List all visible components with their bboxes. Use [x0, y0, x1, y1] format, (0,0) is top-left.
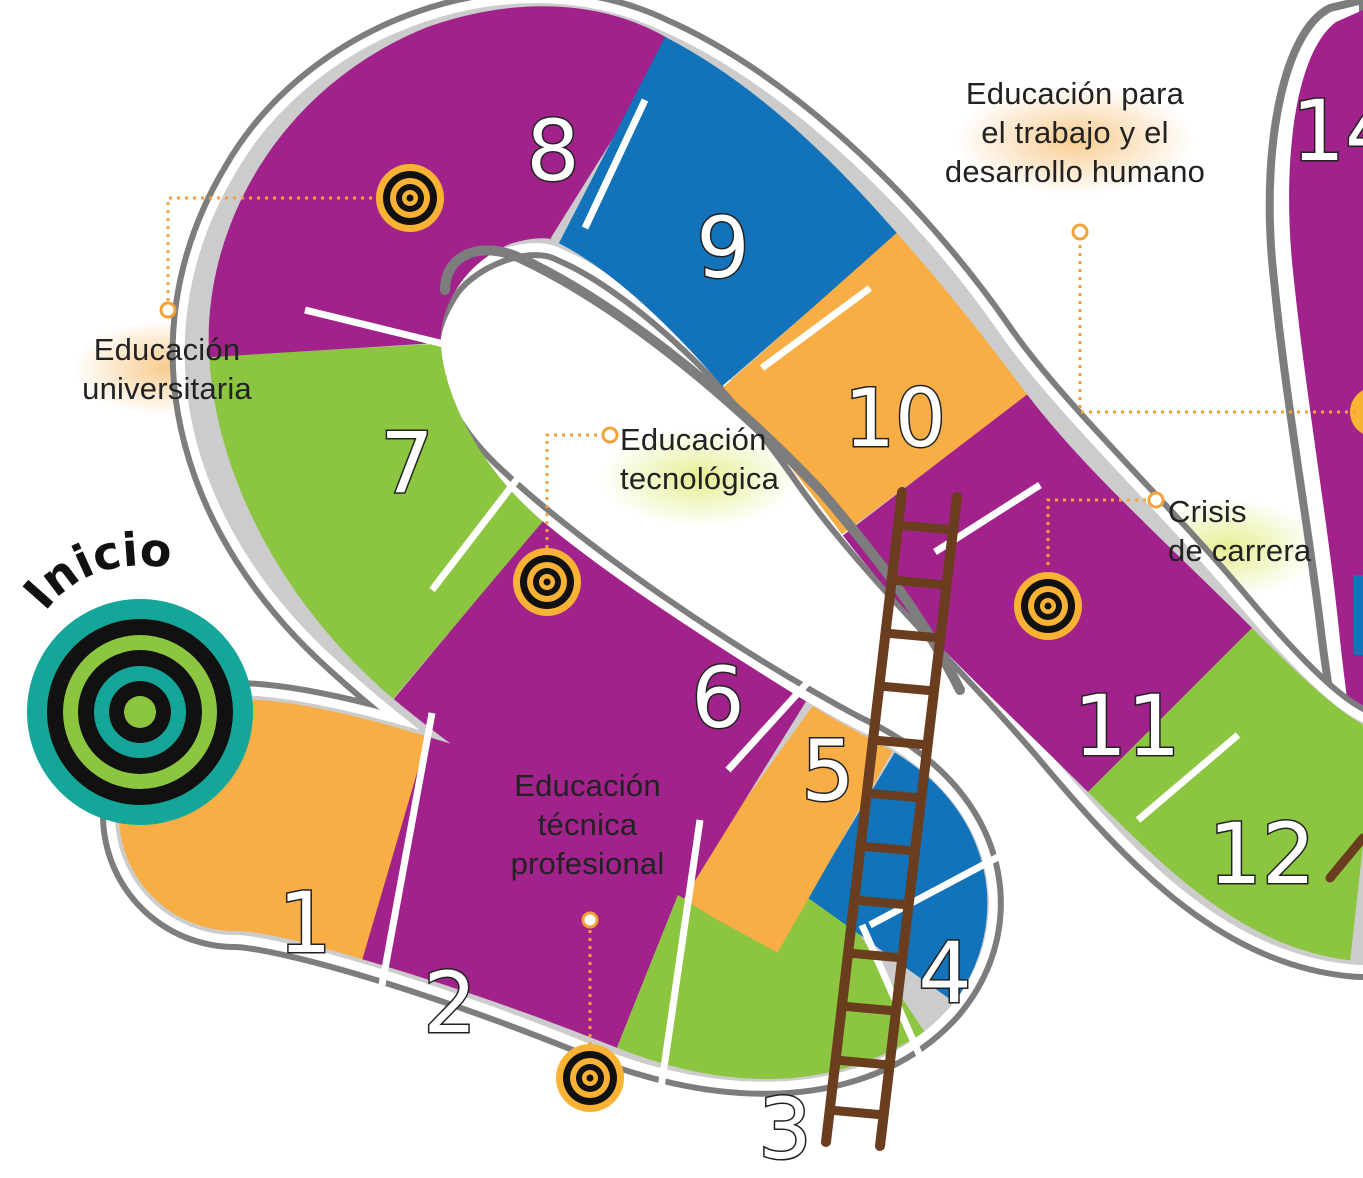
square-6: 6: [691, 649, 744, 747]
square-6-fill: [393, 520, 807, 899]
ladder-partial: [1325, 833, 1363, 883]
square-10-fill: [723, 232, 1028, 535]
label-educacion-tecnica-profesional: Educación técnica profesional: [510, 768, 665, 881]
square-8-fill: [208, 6, 674, 358]
target-icon: [556, 1044, 624, 1112]
square-5: 5: [801, 722, 854, 820]
square-3: 3: [758, 1080, 811, 1178]
right-column: [1265, 0, 1363, 811]
connectors: [166, 196, 1360, 1045]
square-5-fill: [677, 704, 893, 953]
label-educacion-para-el-trabajo: Educación para el trabajo y el desarroll…: [944, 76, 1206, 189]
square-4-fill: [755, 752, 988, 1003]
square-7: 7: [380, 414, 433, 512]
connector-endpoints: [159, 223, 1165, 929]
square-2-fill: [362, 736, 704, 1048]
square-14: 14: [1292, 82, 1363, 180]
square-8: 8: [526, 102, 579, 200]
square-9: 9: [696, 199, 749, 297]
square-1-fill: [119, 699, 511, 964]
square-1: 1: [278, 874, 331, 972]
square-numbers: 1 2 3 4 5 6 7 8 9 10 11 12 14: [277, 81, 1363, 1178]
square-2: 2: [423, 954, 476, 1052]
label-crisis-de-carrera: Crisis de carrera: [1168, 494, 1312, 568]
target-icon: [513, 548, 581, 616]
square-4: 4: [918, 924, 971, 1022]
square-9-fill: [557, 36, 898, 387]
ladder: [821, 487, 962, 1151]
square-3-fill: [616, 831, 925, 1079]
square-10: 10: [844, 372, 946, 465]
square-11: 11: [1074, 677, 1181, 775]
start-target: [27, 599, 253, 825]
target-icon: [376, 164, 444, 232]
square-12: 12: [1209, 805, 1316, 903]
label-educacion-tecnologica: Educación tecnológica: [620, 422, 780, 496]
label-educacion-universitaria: Educación universitaria: [82, 332, 252, 406]
square-targets: [376, 164, 1082, 1112]
square-12-fill: [1087, 627, 1363, 961]
target-icon: [1014, 572, 1082, 640]
